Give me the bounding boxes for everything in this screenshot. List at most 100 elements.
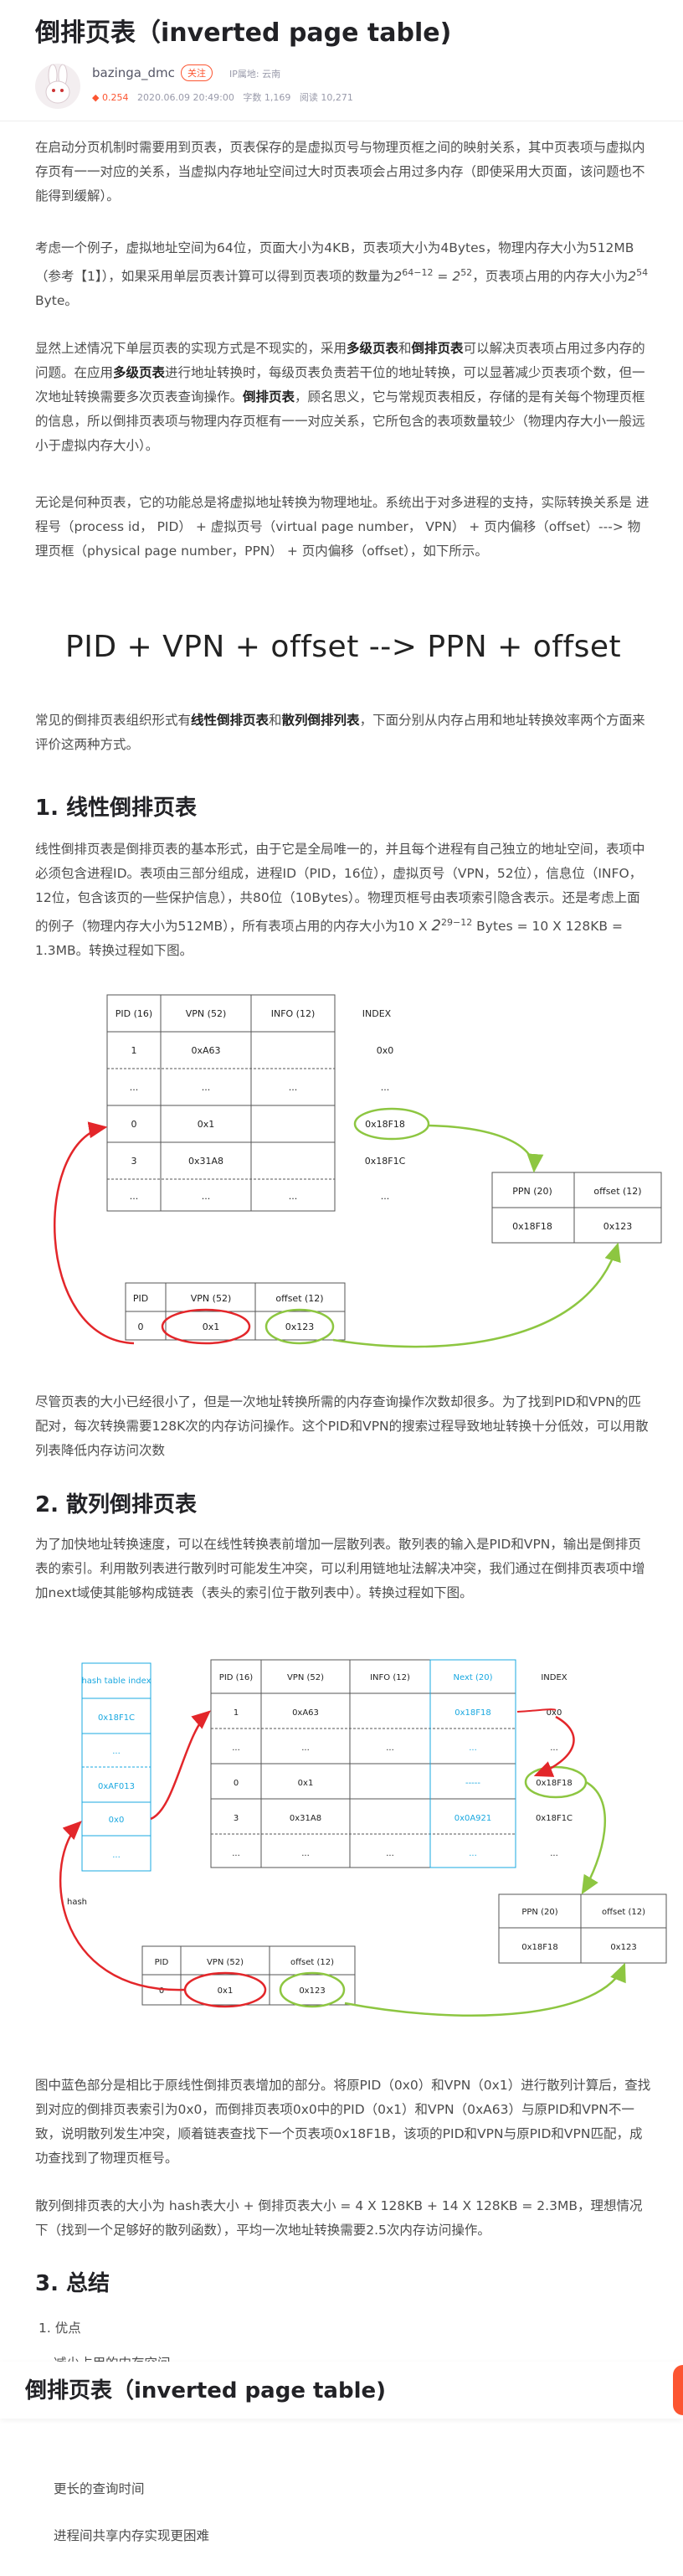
table-cell: 0x0A921 [454, 1814, 492, 1823]
result-value: 0x18F18 [512, 1221, 552, 1232]
vpn-highlight [161, 1308, 251, 1345]
query-value: 0x123 [285, 1321, 315, 1332]
index-value: 0x0 [547, 1708, 562, 1718]
table-cell: 0x1 [298, 1779, 314, 1788]
table-cell: ... [301, 1849, 310, 1858]
index-highlight [353, 1107, 430, 1141]
chain-arrow [533, 1715, 575, 1777]
query-address-table [125, 1282, 346, 1341]
table-cell: 0x31A8 [188, 1156, 223, 1167]
table-cell: ... [289, 1191, 298, 1202]
ip-location: IP属地: 云南 [229, 69, 281, 80]
list-item: 进程间共享内存实现更困难 [54, 2528, 210, 2543]
table-cell: 0xA63 [292, 1708, 319, 1718]
hash-value: ... [112, 1851, 121, 1860]
hashed-paragraph-3: 散列倒排页表的大小为 hash表大小 + 倒排页表大小 = 4 X 128KB … [35, 2198, 643, 2238]
hash-value: 0x18F1C [98, 1713, 135, 1723]
inverted-page-table [210, 1659, 516, 1868]
table-header-next: Next (20) [453, 1673, 492, 1682]
query-value: 0x123 [299, 1986, 325, 1996]
hash-label: hash [67, 1898, 87, 1907]
table-cell: ... [130, 1082, 139, 1093]
query-header: PID [155, 1958, 169, 1967]
offset-highlight [279, 1971, 346, 2008]
query-value: 0x1 [203, 1321, 220, 1332]
offset-arrow [332, 1242, 621, 1348]
list-item: 1. 优点 [39, 2321, 81, 2336]
vpn-highlight [183, 1971, 267, 2008]
translation-formula: PID + VPN + offset --> PPN + offset [65, 630, 622, 664]
sticky-title: 倒排页表（inverted page table) [25, 2378, 387, 2403]
article-title: 倒排页表（inverted page table) [35, 18, 452, 48]
table-cell: 0xA63 [191, 1045, 220, 1056]
result-header: offset (12) [602, 1908, 645, 1917]
table-header-pid: PID (16) [219, 1673, 253, 1682]
intro-paragraph-1: 在启动分页机制时需要用到页表，页表保存的是虚拟页号与物理页框之间的映射关系，其中… [35, 140, 645, 204]
section-heading-hashed: 2. 散列倒排页表 [35, 1492, 198, 1517]
result-header: offset (12) [593, 1186, 641, 1197]
publish-date: 2020.06.09 20:49:00 [136, 92, 234, 103]
query-header: offset (12) [290, 1958, 334, 1967]
table-cell: 3 [131, 1156, 137, 1167]
avatar[interactable] [35, 64, 80, 109]
query-value: 0 [138, 1321, 144, 1332]
author-meta: bazinga_dmc 关注 IP属地: 云南 ◆ 0.254 2020.06.… [35, 60, 655, 114]
table-cell: ... [232, 1849, 240, 1858]
result-value: 0x18F18 [521, 1943, 557, 1952]
table-cell: 0x31A8 [290, 1814, 321, 1823]
query-header: VPN (52) [207, 1958, 244, 1967]
intro-paragraph-4: 无论是何种页表，它的功能总是将虚拟地址转换为物理地址。系统出于对多进程的支持，实… [35, 495, 650, 559]
read-count: 阅读 10,271 [299, 92, 353, 103]
index-header: INDEX [541, 1673, 567, 1682]
table-header-info: INFO (12) [370, 1673, 410, 1682]
index-value: 0x0 [377, 1045, 394, 1056]
table-cell: ... [202, 1082, 211, 1093]
table-cell: 0x18F18 [454, 1708, 490, 1718]
hash-value: 0x0 [109, 1816, 125, 1825]
hash-table [81, 1662, 151, 1872]
rabbit-avatar-icon [45, 64, 70, 104]
intro-paragraph-3: 显然上述情况下单层页表的实现方式是不现实的，采用多级页表和倒排页表可以解决页表项… [35, 341, 645, 453]
table-header-pid: PID (16) [116, 1008, 152, 1019]
table-cell: 0x1 [198, 1119, 215, 1130]
table-cell: ... [232, 1744, 240, 1753]
query-value: 0 [159, 1986, 164, 1996]
table-cell: ... [386, 1849, 394, 1858]
follow-button[interactable]: 关注 [181, 64, 213, 81]
table-header-vpn: VPN (52) [186, 1008, 226, 1019]
result-address-table [491, 1172, 662, 1244]
section-heading-summary: 3. 总结 [35, 2271, 110, 2296]
linear-inverted-table-diagram: PID (16) VPN (52) INFO (12) INDEX 1 0xA6… [53, 994, 662, 1348]
result-header: PPN (20) [512, 1186, 552, 1197]
index-value: 0x18F18 [536, 1779, 572, 1788]
query-header: PID [133, 1293, 148, 1304]
offset-arrow [344, 1962, 626, 2017]
index-header: INDEX [362, 1008, 392, 1019]
table-cell: ... [130, 1191, 139, 1202]
index-value: ... [550, 1849, 558, 1858]
query-header: VPN (52) [191, 1293, 231, 1304]
hash-value: ... [112, 1747, 121, 1756]
result-address-table [498, 1893, 667, 1964]
next-column-highlight [429, 1659, 516, 1868]
index-value: 0x18F1C [365, 1156, 406, 1167]
intro-paragraph-5: 常见的倒排页表组织形式有线性倒排页表和散列倒排列表，下面分别从内存占用和地址转换… [35, 713, 645, 752]
hash-header: hash table index [81, 1677, 151, 1686]
linear-paragraph-2: 尽管页表的大小已经很小了，但是一次地址转换所需的内存查询操作次数却很多。为了找到… [35, 1394, 649, 1458]
index-value: 0x18F18 [365, 1119, 405, 1130]
table-cell: ... [386, 1744, 394, 1753]
article-stats: ◆ 0.254 2020.06.09 20:49:00 字数 1,169 阅读 … [92, 90, 353, 104]
table-cell: 0 [131, 1119, 137, 1130]
offset-highlight [264, 1308, 335, 1345]
table-cell: ... [202, 1191, 211, 1202]
points: 0.254 [101, 92, 129, 103]
index-value: ... [381, 1082, 390, 1093]
result-value: 0x123 [603, 1221, 633, 1232]
author-name[interactable]: bazinga_dmc [92, 65, 175, 80]
table-cell: ... [301, 1744, 310, 1753]
table-cell: 3 [234, 1814, 239, 1823]
table-cell: 1 [131, 1045, 137, 1056]
side-tab[interactable] [673, 2365, 683, 2415]
linear-paragraph-1: 线性倒排页表是倒排页表的基本形式，由于它是全局唯一的，并且每个进程有自己独立的地… [35, 842, 645, 959]
hash-value: 0xAF013 [98, 1782, 135, 1791]
